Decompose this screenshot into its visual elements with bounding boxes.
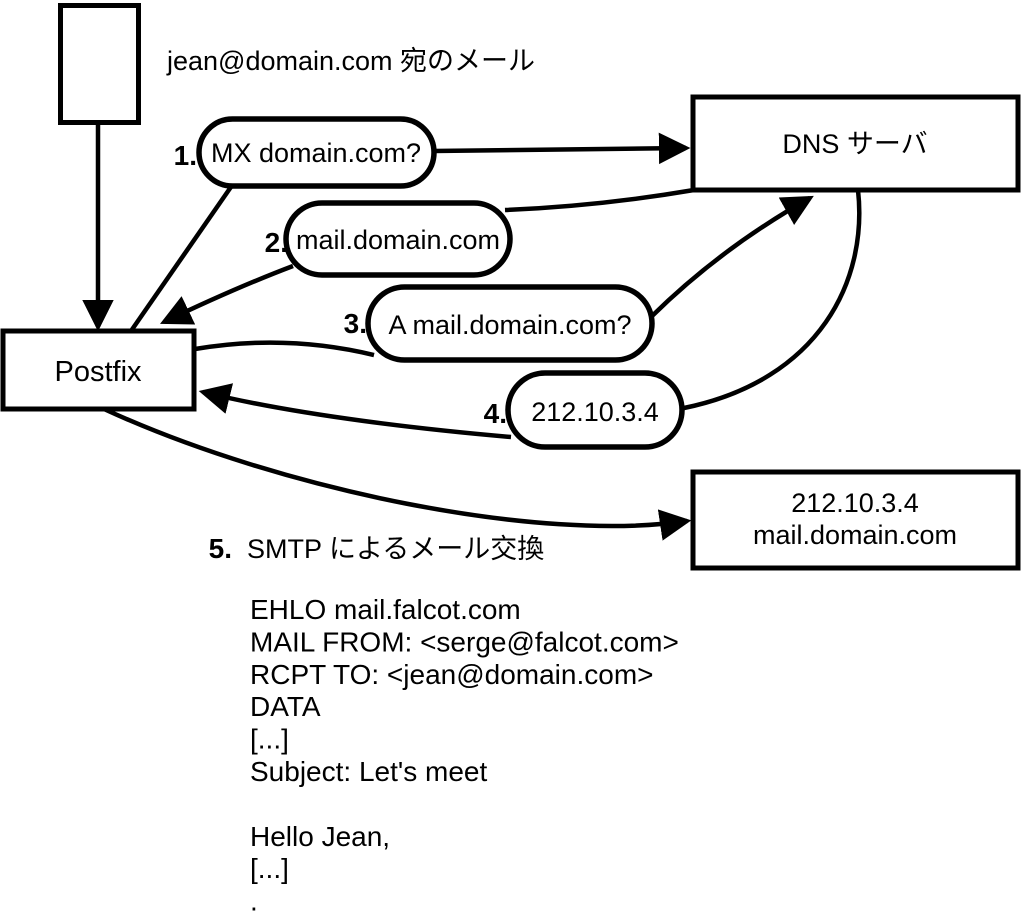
- smtp-line: [...]: [250, 724, 289, 755]
- postfix-label: Postfix: [54, 356, 142, 388]
- step2-label: mail.domain.com: [296, 225, 500, 255]
- arrow-answer4-to-postfix: [198, 383, 512, 440]
- mail-server-node: [690, 469, 1021, 571]
- arrow-postfix-to-mailserver: [103, 406, 692, 541]
- note-mail-destination: jean@domain.com 宛のメール: [166, 46, 535, 76]
- step3-number: 3.: [344, 308, 367, 339]
- line-postfix-to-query3: [194, 340, 375, 358]
- step2-number: 2.: [265, 227, 288, 258]
- arrow-query3-to-dns: [649, 195, 814, 319]
- step1-label: MX domain.com?: [211, 138, 421, 168]
- step1-number: 1.: [174, 140, 197, 171]
- smtp-line: RCPT TO: <jean@domain.com>: [250, 659, 654, 690]
- dns-server-label: DNS サーバ: [782, 129, 927, 159]
- line-dns-to-answer2: [504, 187, 695, 213]
- pill-step1-mx-query: [196, 116, 437, 189]
- smtp-line: EHLO mail.falcot.com: [250, 594, 521, 625]
- step3-label: A mail.domain.com?: [388, 310, 631, 340]
- arrow-query1-to-dns: [432, 132, 691, 165]
- step5-label: SMTP によるメール交換: [247, 534, 544, 564]
- mail-server-host-label: mail.domain.com: [753, 520, 957, 550]
- smtp-line: Hello Jean,: [250, 821, 390, 852]
- step4-label: 212.10.3.4: [531, 397, 659, 427]
- pill-step3-a-query: [365, 284, 655, 363]
- smtp-line: [...]: [250, 853, 289, 884]
- pill-step2-mx-answer: [283, 200, 513, 278]
- pill-step4-a-answer: [505, 370, 685, 450]
- postfix-node: [0, 328, 197, 412]
- dns-server-node: [690, 94, 1021, 193]
- mail-message-node: [58, 3, 141, 125]
- smtp-line: .: [250, 886, 258, 917]
- mail-server-ip-label: 212.10.3.4: [791, 488, 919, 518]
- smtp-line: Subject: Let's meet: [250, 756, 487, 787]
- smtp-transcript: EHLO mail.falcot.com MAIL FROM: <serge@f…: [250, 594, 679, 917]
- smtp-line: MAIL FROM: <serge@falcot.com>: [250, 626, 679, 657]
- arrow-answer2-to-postfix: [160, 263, 294, 325]
- step5-number: 5.: [209, 533, 232, 564]
- line-postfix-to-query1: [129, 182, 235, 333]
- step4-number: 4.: [484, 398, 507, 429]
- line-dns-to-answer4: [683, 189, 862, 411]
- smtp-line: DATA: [250, 691, 321, 722]
